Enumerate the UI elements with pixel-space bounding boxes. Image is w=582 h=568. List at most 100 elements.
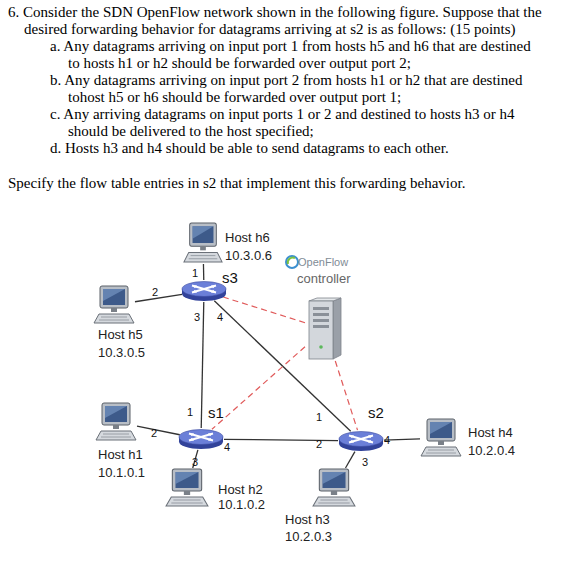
keyboard: [313, 497, 355, 506]
network-link: [345, 452, 354, 468]
monitor-screen: [430, 422, 452, 438]
monitor-stand: [331, 491, 337, 495]
host-computer: Host h610.3.0.6: [183, 222, 223, 264]
task-text: Specify the flow table entries in s2 tha…: [8, 175, 568, 192]
ip-address: 10.3.0.6: [225, 248, 272, 263]
keyboard: [94, 314, 134, 323]
monitor-stand: [438, 441, 444, 445]
server-front: [309, 301, 333, 359]
keyboard-keys: [99, 317, 129, 320]
keyboard: [166, 497, 208, 506]
keyboard-keys: [171, 500, 202, 503]
screen-glare: [103, 289, 125, 301]
ip-address: 10.2.0.3: [285, 529, 332, 544]
control-channel: [212, 347, 305, 430]
requirement-item: c. Any arriving datagrams on input ports…: [68, 106, 545, 140]
computer-icon: [312, 468, 356, 508]
server-top: [309, 298, 341, 301]
network-link: [214, 301, 350, 431]
switch-top: [339, 432, 383, 447]
monitor-screen: [175, 472, 198, 488]
host-name: Host h6: [225, 230, 270, 245]
power-light: [319, 345, 323, 349]
monitor-screen: [103, 289, 125, 305]
switch-top: [179, 430, 223, 445]
openflow-switch: s2: [338, 430, 384, 452]
ip-address: 10.3.0.5: [98, 345, 145, 360]
openflow-switch: s3: [181, 280, 227, 302]
arrow-heads: [192, 285, 216, 293]
host-computer: Host h310.2.0.3: [312, 468, 356, 508]
network-link: [193, 450, 198, 468]
control-channel: [223, 297, 305, 323]
computer-icon: [95, 402, 137, 442]
switch-arrows: [349, 436, 373, 443]
monitor-frame: [172, 469, 201, 491]
question-text: 6. Consider the SDN OpenFlow network sho…: [24, 4, 545, 38]
monitor-stand: [111, 308, 117, 312]
keyboard: [96, 431, 136, 440]
host-name: Host h4: [468, 425, 513, 440]
drive-bay: [313, 307, 329, 310]
controller-server: OpenFlowcontroller: [305, 297, 345, 361]
network-link: [203, 264, 205, 280]
monitor-screen: [322, 472, 345, 488]
requirement-item: d. Hosts h3 and h4 should be able to sen…: [68, 140, 545, 157]
switch-name: s3: [222, 269, 238, 286]
network-link: [201, 302, 204, 428]
control-channel: [335, 361, 357, 430]
port-number: 4: [224, 441, 230, 453]
port-number: 2: [151, 427, 157, 439]
computer-icon: [183, 222, 223, 264]
keyboard-keys: [318, 500, 349, 503]
port-number: 3: [192, 456, 198, 468]
monitor-frame: [319, 469, 348, 491]
logo-ring: [286, 256, 298, 268]
switch-icon: [181, 280, 227, 302]
keyboard-keys: [101, 434, 131, 437]
screen-glare: [193, 226, 214, 239]
requirement-item: a. Any datagrams arriving on input port …: [68, 38, 545, 72]
switch-name: s2: [368, 404, 384, 421]
host-computer: Host h410.2.0.4: [420, 418, 462, 458]
keyboard: [184, 252, 222, 261]
openflow-logo: [286, 256, 298, 268]
ip-address: 10.2.0.4: [468, 443, 515, 458]
host-name: Host h5: [98, 327, 143, 342]
port-number: 2: [316, 438, 322, 450]
host-name: Host h2: [218, 482, 263, 497]
drive-bay: [313, 313, 329, 316]
monitor-screen: [105, 406, 127, 422]
server-side: [333, 298, 341, 359]
ip-address: 10.1.0.1: [98, 465, 145, 480]
keyboard-keys: [426, 450, 456, 453]
logo-swirl: [288, 257, 295, 264]
computer-icon: [420, 418, 462, 458]
host-computer: Host h110.1.0.1: [95, 402, 137, 442]
requirement-item: b. Any datagrams arriving on input port …: [68, 72, 545, 106]
server-icon: [305, 297, 345, 361]
keyboard: [421, 447, 461, 456]
controller-label: controller: [297, 271, 350, 286]
network-link: [137, 426, 180, 435]
screen-glare: [175, 472, 198, 484]
screen-glare: [430, 422, 452, 434]
monitor-frame: [100, 286, 128, 308]
computer-icon: [93, 285, 135, 325]
ip-address: 10.1.0.2: [218, 497, 265, 512]
port-number: 2: [152, 286, 158, 298]
keyboard-keys: [189, 256, 218, 259]
host-computer: Host h210.1.0.2: [165, 468, 209, 508]
drive-bay: [313, 319, 329, 322]
switch-top: [182, 282, 226, 297]
host-name: Host h3: [285, 512, 330, 527]
host-computer: Host h510.3.0.5: [93, 285, 135, 325]
switch-name: s1: [208, 404, 224, 421]
monitor-stand: [184, 491, 190, 495]
switch-arrows: [192, 286, 216, 293]
screen-glare: [105, 406, 127, 418]
screen-glare: [322, 472, 345, 484]
monitor-frame: [102, 403, 130, 425]
arrow-heads: [189, 433, 213, 441]
